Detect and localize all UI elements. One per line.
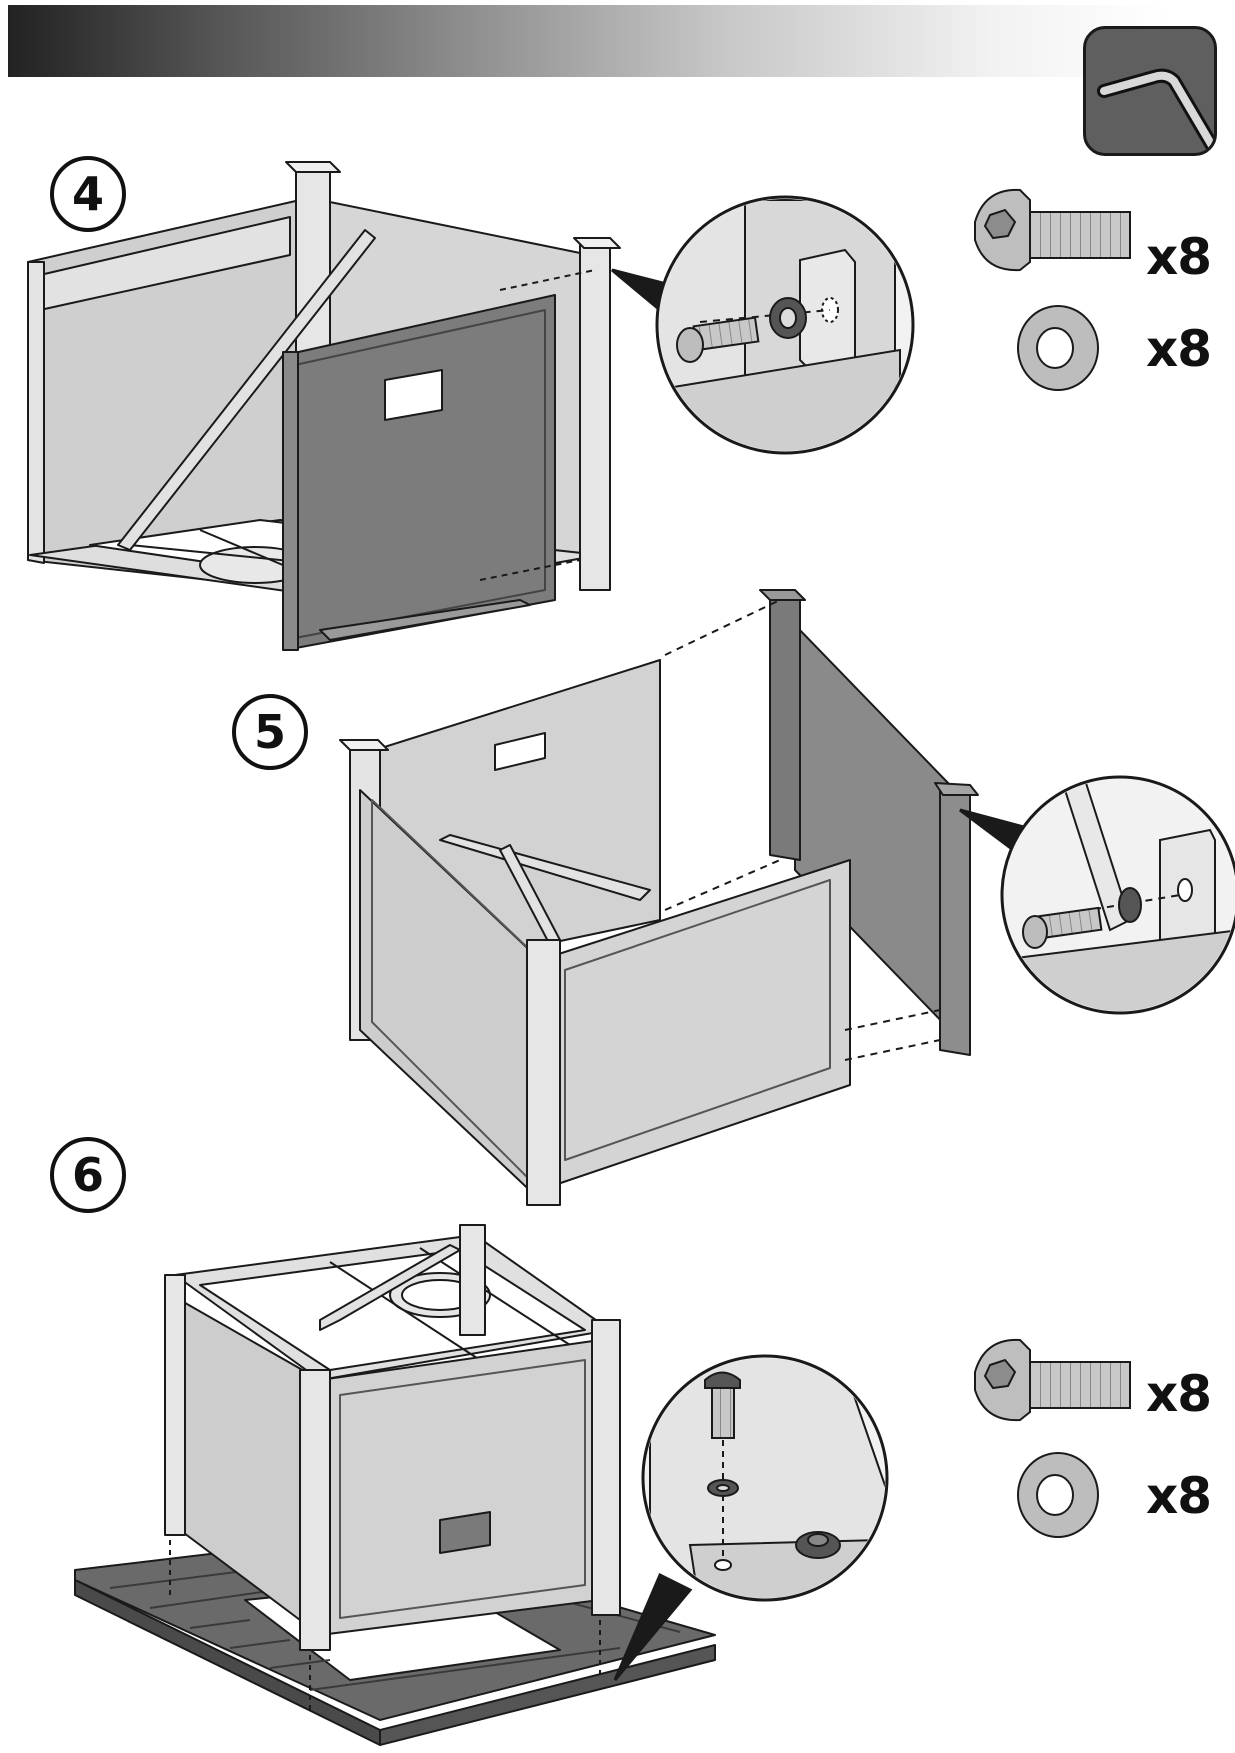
step-6-panel-cutout (439, 1511, 491, 1554)
bolt-quantity-step-6: x8 (1146, 1365, 1212, 1423)
step-4-diagonal-brace (117, 229, 376, 551)
step-5-assembly-drawing (339, 589, 979, 1206)
step-number-6: 6 (50, 1137, 126, 1213)
bolt-icon (974, 188, 1131, 272)
step-number-5: 5 (232, 694, 308, 770)
step-4-detail-callout (611, 195, 915, 455)
hex-key-tool-badge (1083, 26, 1217, 156)
step-5-corner-post (526, 939, 561, 1206)
washer-quantity-step-6: x8 (1146, 1467, 1212, 1525)
step-4-panel-cutout (384, 369, 443, 421)
washer-quantity-step-4: x8 (1146, 320, 1212, 378)
hex-key-icon (1097, 68, 1214, 153)
step-6-assembly-drawing (74, 1224, 716, 1746)
step-number-4: 4 (50, 156, 126, 232)
step-4-assembly-drawing (27, 161, 621, 651)
washer-icon (1017, 305, 1099, 391)
step-6-front-panel (319, 1339, 601, 1636)
header-gradient-bar (8, 5, 1168, 77)
step-5-side-post (939, 789, 971, 1056)
step-5-panel-cutout (494, 732, 546, 771)
bolt-quantity-step-4: x8 (1146, 228, 1212, 286)
bolt-icon (974, 1338, 1131, 1422)
step-5-detail-callout (959, 775, 1235, 1015)
step-6-front-post (299, 1369, 331, 1651)
step-4-right-post (579, 244, 611, 591)
washer-icon (1017, 1452, 1099, 1538)
